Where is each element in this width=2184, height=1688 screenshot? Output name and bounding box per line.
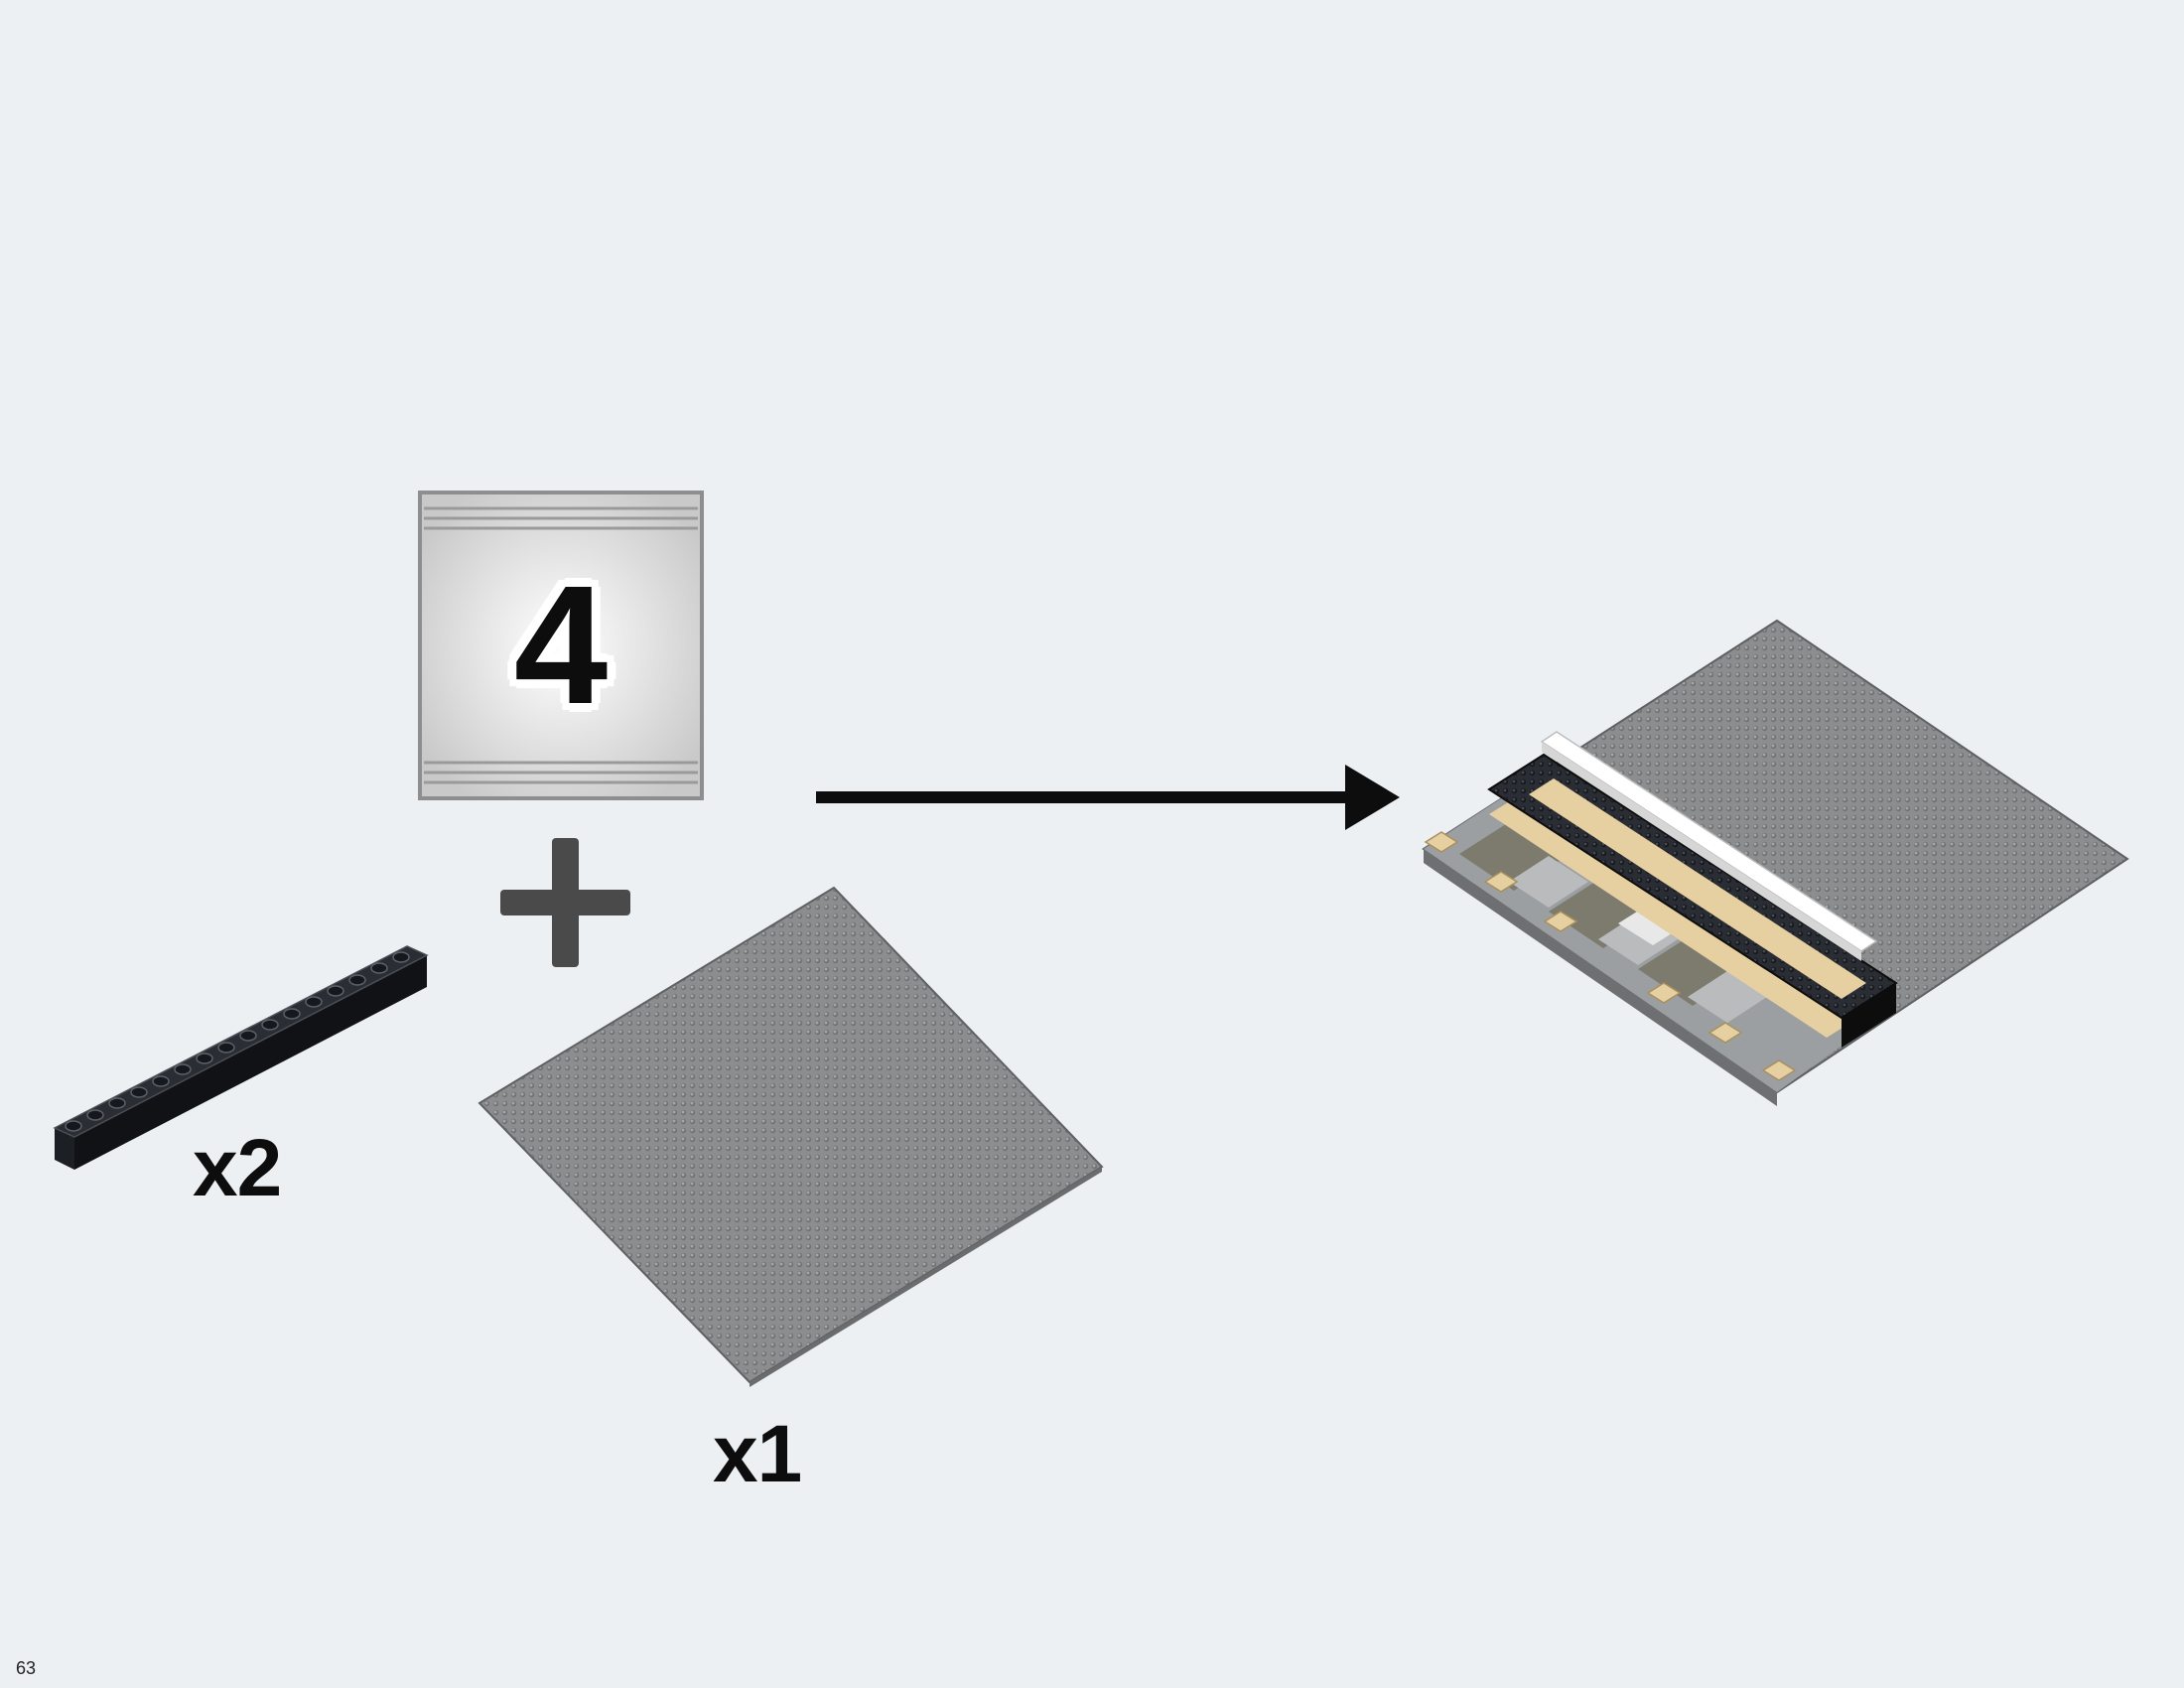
black-brick-image: [53, 945, 429, 1170]
right-arrow-icon: [816, 765, 1400, 830]
bag-number: 4: [513, 551, 609, 740]
parts-bag-icon: [418, 491, 704, 800]
result-assembly-image: [1422, 619, 2129, 1106]
baseplate-quantity: x1: [713, 1409, 802, 1499]
brick-quantity: x2: [193, 1123, 282, 1213]
baseplate-image: [478, 886, 1104, 1387]
plus-icon: [500, 838, 630, 967]
page-number: 63: [16, 1658, 37, 1678]
